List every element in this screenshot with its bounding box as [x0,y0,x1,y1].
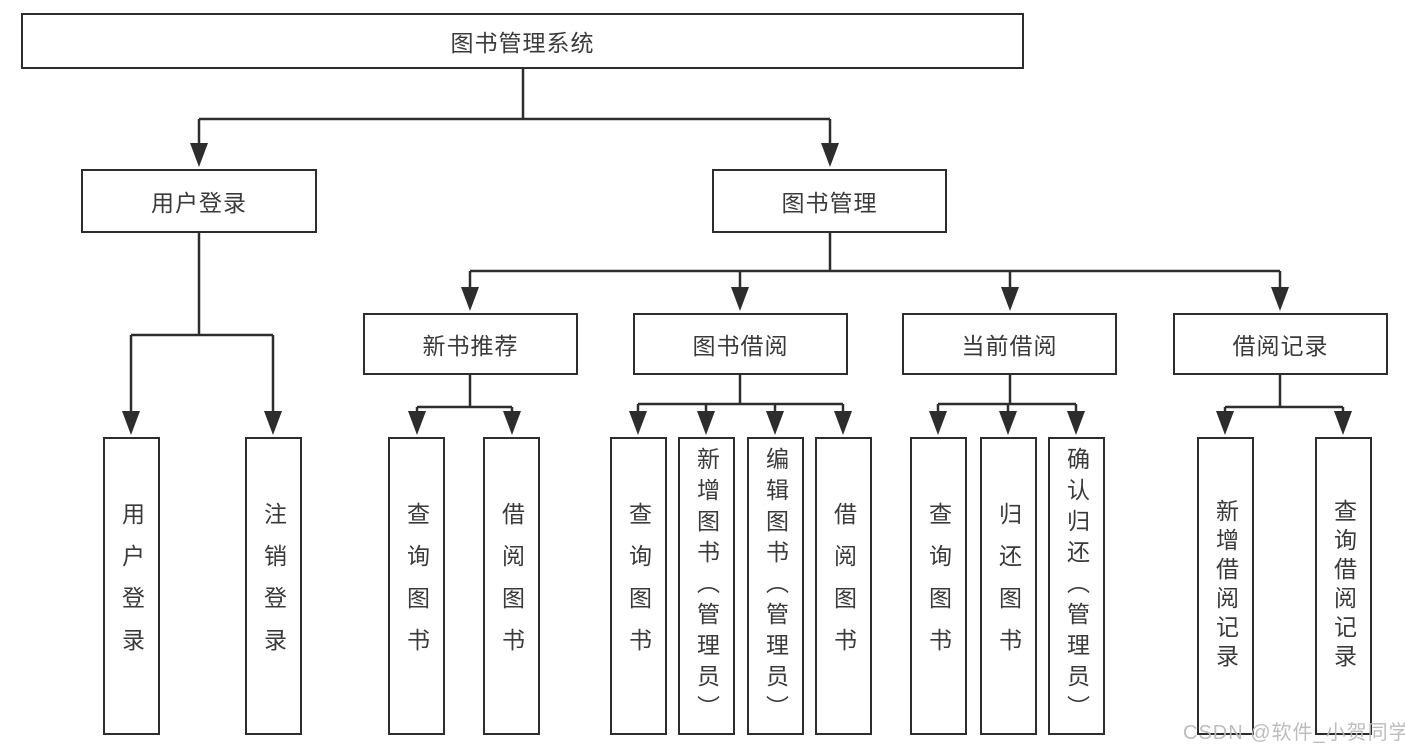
node-current-return-books: 归还图书 [980,437,1037,735]
node-book-management-module: 图书管理 [712,169,947,233]
connector-root-to-level2 [190,69,839,167]
node-user-login-action: 用户登录 [103,437,160,735]
node-new-book-recommend: 新书推荐 [363,313,578,375]
connector-bookmgmt-to-level3 [461,233,1289,311]
connector-userlogin-to-leaves [122,233,282,435]
connector-current-to-leaves [929,375,1085,435]
node-borrow-query-books: 查询图书 [610,437,667,735]
csdn-watermark: CSDN @软件_小贺同学 [1183,722,1405,744]
node-current-confirm-return-admin: 确认归还（管理员） [1048,437,1105,735]
node-newbook-query-books: 查询图书 [388,437,445,735]
connector-records-to-leaves [1216,375,1352,435]
node-borrow-add-books-admin: 新增图书（管理员） [678,437,735,735]
node-root-system: 图书管理系统 [21,13,1024,69]
node-logout-action: 注销登录 [245,437,302,735]
node-borrow-borrow-books: 借阅图书 [815,437,872,735]
connector-borrow-to-leaves [629,375,852,435]
node-records-add-record: 新增借阅记录 [1197,437,1254,735]
node-borrowing-records: 借阅记录 [1173,313,1388,375]
node-user-login-module: 用户登录 [81,169,317,233]
connector-newbook-to-leaves [408,375,521,435]
node-newbook-borrow-books: 借阅图书 [483,437,540,735]
node-borrow-edit-books-admin: 编辑图书（管理员） [747,437,804,735]
node-current-borrowing: 当前借阅 [902,313,1117,375]
node-book-borrowing: 图书借阅 [633,313,848,375]
node-records-query-record: 查询借阅记录 [1315,437,1372,735]
node-current-query-books: 查询图书 [910,437,967,735]
